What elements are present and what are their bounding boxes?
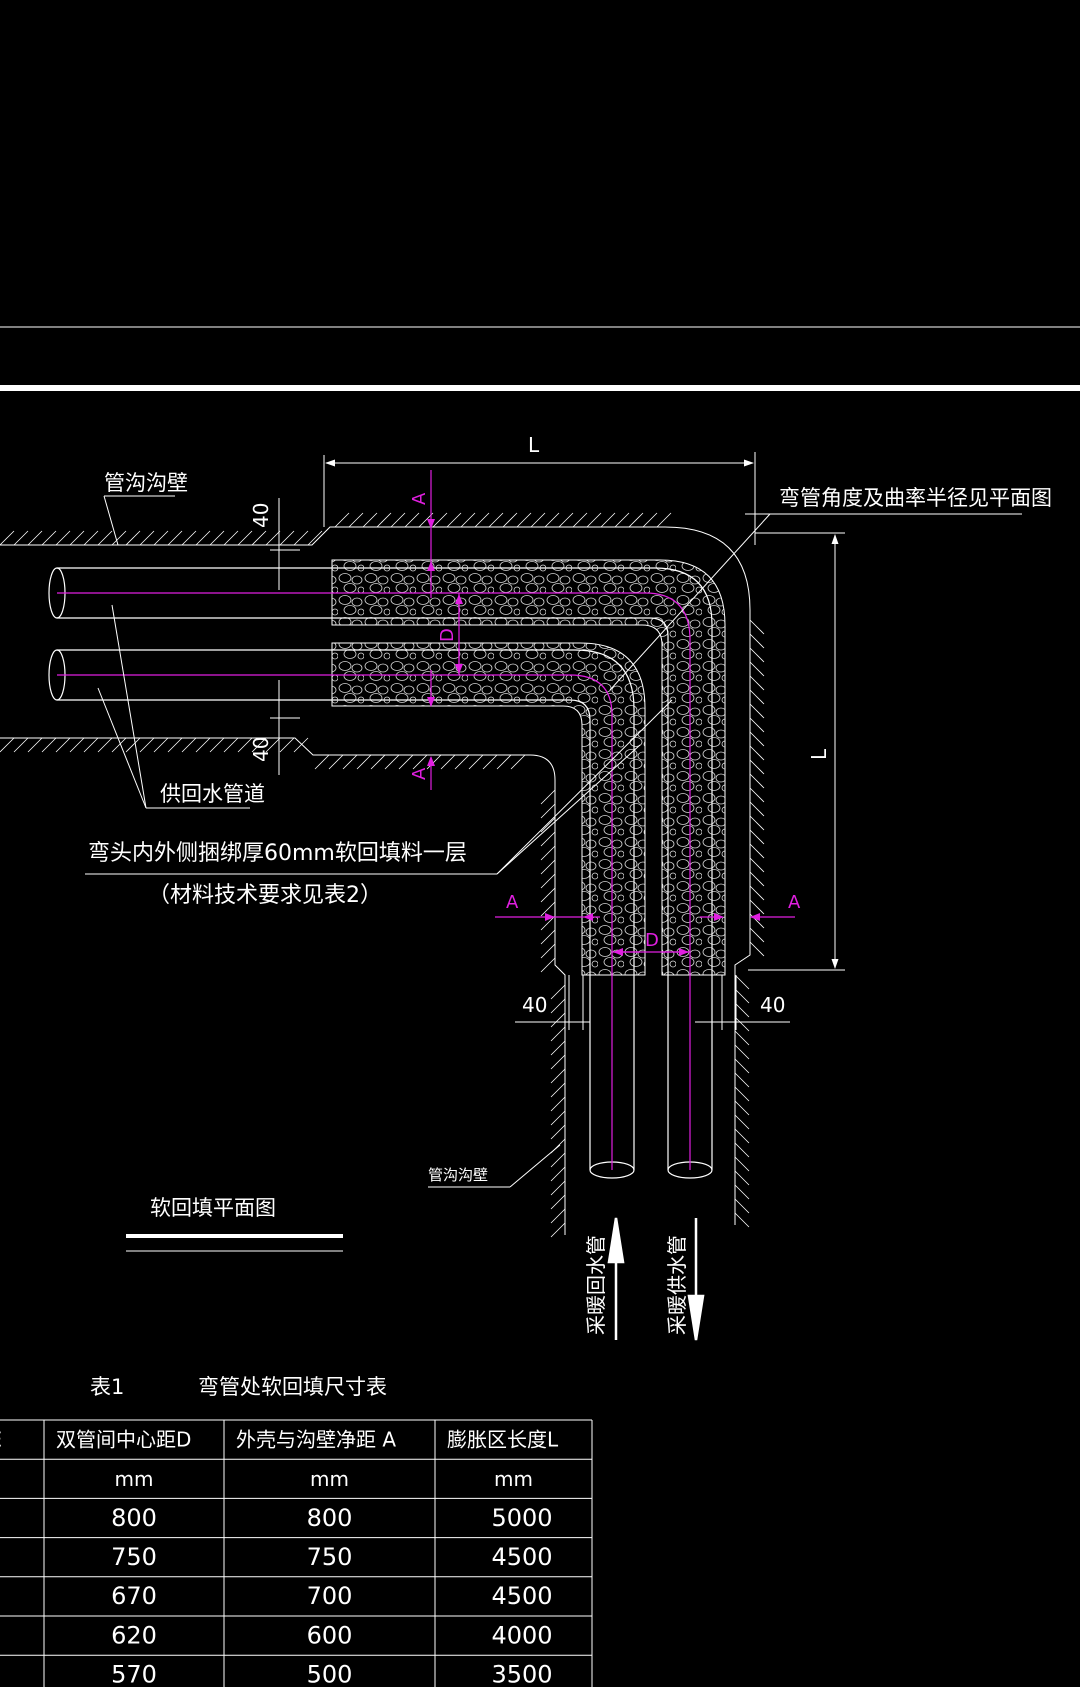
table-row-cell: 570 xyxy=(111,1661,157,1687)
table-row-fragment: ) xyxy=(0,1543,2,1571)
table-title: 弯管处软回填尺寸表 xyxy=(198,1375,387,1399)
dim-D-mid: D xyxy=(437,628,458,642)
wall-hatching xyxy=(0,512,765,1238)
dim-A-bottom: A xyxy=(409,767,430,780)
plan-title-underline xyxy=(126,1234,343,1252)
leader-lines xyxy=(85,495,1022,1188)
table-row-fragment: ) xyxy=(0,1504,2,1532)
table-unit-cell: mm xyxy=(115,1467,154,1491)
table-row-cell: 4500 xyxy=(491,1543,552,1571)
label-supply-pipe: 采暖供水管 xyxy=(665,1235,689,1335)
table-header-fragment: E xyxy=(0,1428,2,1452)
label-trench-wall-top: 管沟沟壁 xyxy=(104,471,188,495)
table-row-cell: 800 xyxy=(307,1504,353,1532)
label-trench-wall-bottom: 管沟沟壁 xyxy=(428,1166,488,1184)
table-grid xyxy=(0,1419,593,1687)
table-header-cell: 外壳与沟壁净距 A xyxy=(236,1428,396,1452)
table-row-cell: 670 xyxy=(111,1582,157,1610)
label-wrap-note: 弯头内外侧捆绑厚60mm软回填料一层 xyxy=(88,841,467,866)
table-number: 表1 xyxy=(90,1375,124,1399)
table-row-cell: 4500 xyxy=(491,1582,552,1610)
magenta-dimensions xyxy=(427,470,795,956)
table-row-cell: 5000 xyxy=(491,1504,552,1532)
table-unit-cell: mm xyxy=(310,1467,349,1491)
dimension-table: 表1 弯管处软回填尺寸表 E 双管间中心距D 外壳与沟壁净距 A 膨胀区长度L mm mm… xyxy=(0,1375,593,1687)
dim-A-right: A xyxy=(788,892,801,913)
table-row-cell: 620 xyxy=(111,1621,157,1649)
dim-40-bottom-right: 40 xyxy=(760,993,785,1017)
label-pipes: 供回水管道 xyxy=(160,782,265,806)
table-row-cell: 500 xyxy=(307,1661,353,1687)
flow-arrows xyxy=(607,1217,705,1341)
label-bend-note: 弯管角度及曲率半径见平面图 xyxy=(779,486,1052,510)
table-row-fragment: ) xyxy=(0,1621,2,1649)
label-return-pipe: 采暖回水管 xyxy=(584,1235,608,1335)
table-header-cell: 双管间中心距D xyxy=(56,1428,191,1452)
table-row-cell: 600 xyxy=(307,1621,353,1649)
pipe-centerlines xyxy=(57,592,691,1170)
dim-D-low: D xyxy=(645,930,659,951)
trench-walls xyxy=(0,526,751,1235)
dim-A-left: A xyxy=(506,892,519,913)
table-cells: E 双管间中心距D 外壳与沟壁净距 A 膨胀区长度L mm mm mm) 800 800 5000… xyxy=(0,1428,559,1687)
table-unit-cell: mm xyxy=(494,1467,533,1491)
table-row-cell: 700 xyxy=(307,1582,353,1610)
table-row-fragment: ) xyxy=(0,1661,2,1687)
dim-40-top: 40 xyxy=(249,503,273,528)
table-header-cell: 膨胀区长度L xyxy=(447,1428,559,1452)
white-dimensions xyxy=(270,452,845,1030)
title-block-lines xyxy=(0,326,1080,391)
label-plan-title: 软回填平面图 xyxy=(150,1196,276,1220)
dim-L-top: L xyxy=(528,433,540,457)
pipes xyxy=(48,567,713,1179)
table-row-cell: 4000 xyxy=(491,1621,552,1649)
table-row-cell: 800 xyxy=(111,1504,157,1532)
dim-L-right: L xyxy=(807,748,831,760)
label-material-note: （材料技术要求见表2） xyxy=(148,883,382,908)
dim-A-top: A xyxy=(409,492,430,505)
drawing-labels: 管沟沟壁 弯管角度及曲率半径见平面图 供回水管道 弯头内外侧捆绑厚60mm软回填… xyxy=(88,433,1052,1335)
table-row-cell: 3500 xyxy=(491,1661,552,1687)
table-row-cell: 750 xyxy=(307,1543,353,1571)
table-row-cell: 750 xyxy=(111,1543,157,1571)
table-row-fragment: ) xyxy=(0,1582,2,1610)
backfill-wrap xyxy=(331,559,726,976)
dim-40-left: 40 xyxy=(249,737,273,762)
dim-40-bottom-left: 40 xyxy=(522,993,547,1017)
